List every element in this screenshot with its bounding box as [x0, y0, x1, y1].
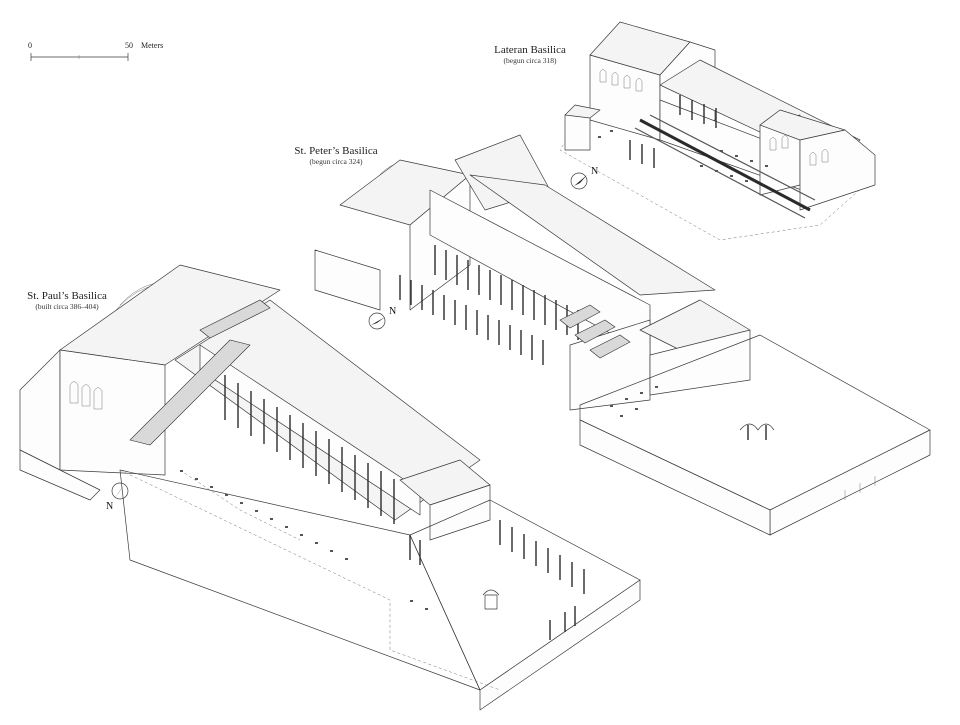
lateran-basilica-date: (begun circa 318)	[503, 56, 557, 65]
st-pauls-basilica-label: St. Paul’s Basilica (built circa 386–404…	[0, 290, 137, 311]
north-label-st-peters: N	[389, 306, 397, 317]
st-peters-basilica-drawing	[314, 134, 931, 536]
north-arrow-icon	[111, 482, 129, 500]
north-arrow-icon	[368, 312, 386, 330]
north-arrow-icon	[570, 172, 588, 190]
lateran-basilica-label: Lateran Basilica (begun circa 318)	[460, 44, 600, 65]
fountain-icon	[482, 589, 500, 610]
north-label-st-pauls: N	[106, 501, 114, 512]
scale-bar	[30, 53, 129, 61]
fountain-icon	[739, 423, 775, 440]
st-peters-basilica-title: St. Peter’s Basilica	[294, 145, 378, 157]
scale-bar-start-label: 0	[28, 41, 32, 50]
st-peters-basilica-date: (begun circa 324)	[309, 157, 363, 166]
lateran-basilica-title: Lateran Basilica	[494, 44, 566, 56]
scale-bar-end-label: 50	[125, 41, 133, 50]
st-pauls-basilica-date: (built circa 386–404)	[35, 302, 99, 311]
st-pauls-basilica-drawing	[19, 264, 641, 711]
st-pauls-basilica-title: St. Paul’s Basilica	[27, 290, 107, 302]
north-label-lateran: N	[591, 166, 599, 177]
lateran-basilica-drawing	[559, 21, 876, 241]
st-peters-basilica-label: St. Peter’s Basilica (begun circa 324)	[266, 145, 406, 166]
scale-bar-unit-label: Meters	[141, 41, 164, 50]
